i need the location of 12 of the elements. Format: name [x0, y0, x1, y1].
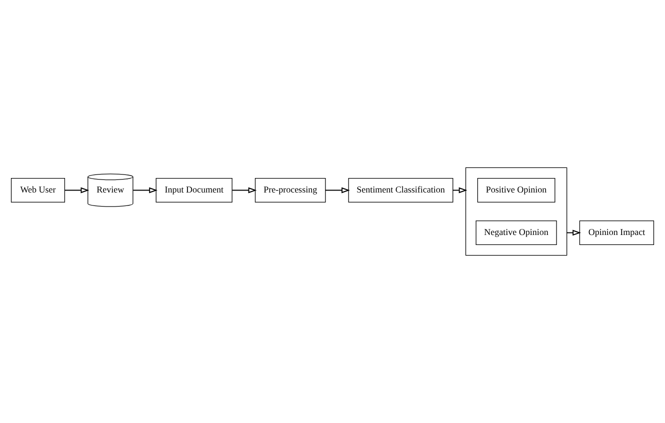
arrow	[64, 187, 90, 194]
arrow	[232, 187, 257, 194]
node-box: Pre-processing	[254, 178, 326, 202]
arrow	[132, 187, 158, 194]
node-box: Positive Opinion	[477, 178, 556, 202]
arrow	[325, 187, 350, 194]
node-box: Opinion Impact	[579, 220, 654, 245]
node-box: Web User	[10, 178, 66, 202]
node-box: Input Document	[156, 178, 232, 202]
node-box: Negative Opinion	[476, 220, 557, 245]
node-box: Sentiment Classification	[348, 178, 454, 202]
cluster	[465, 167, 568, 256]
